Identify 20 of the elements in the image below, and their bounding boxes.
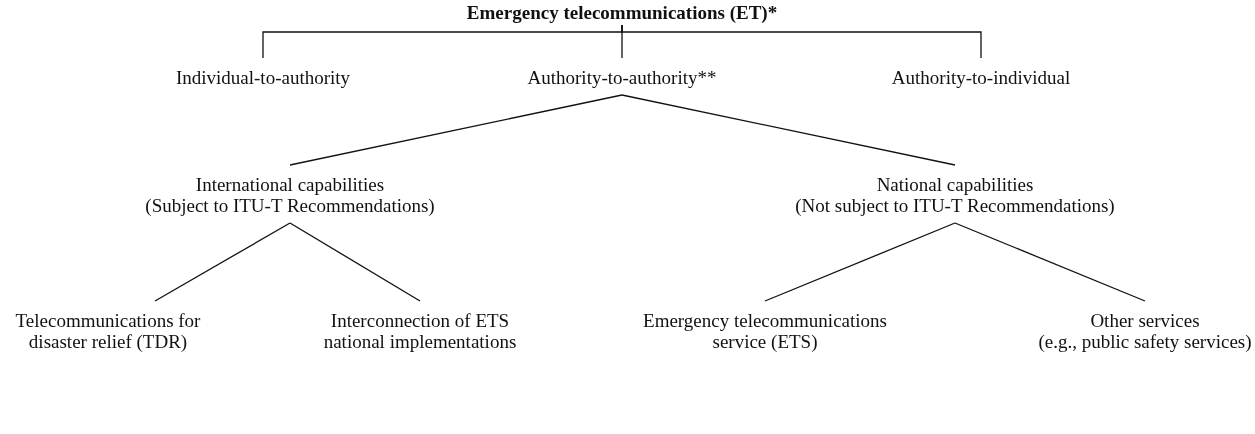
connector-line: [289, 222, 421, 302]
node-label: Individual-to-authority: [175, 67, 351, 88]
node-label: Interconnection of ETS national implementations: [322, 310, 518, 352]
node-label: Telecommunications for disaster relief (TDR): [14, 310, 202, 352]
connector-line: [621, 24, 982, 59]
node-label: Authority-to-individual: [891, 67, 1071, 88]
connector-line: [764, 222, 956, 302]
node-label: (Subject to ITU-T Recommendations): [145, 195, 435, 216]
connector-line: [154, 222, 291, 302]
node-label: Emergency telecommunications service (ETS): [642, 310, 888, 352]
node-label: (e.g., public safety services): [1038, 331, 1252, 352]
node-label: Other services: [1089, 310, 1201, 331]
connector-line: [954, 222, 1146, 302]
node-label: International capabilities: [194, 174, 386, 195]
connector-line: [289, 94, 623, 166]
node-label: National capabilities: [875, 174, 1035, 195]
node-label: (Not subject to ITU-T Recommendations): [795, 195, 1115, 216]
node-label: Authority-to-authority**: [527, 67, 717, 88]
connector-line: [621, 94, 956, 166]
title-text: Emergency telecommunications (ET)*: [466, 2, 778, 23]
